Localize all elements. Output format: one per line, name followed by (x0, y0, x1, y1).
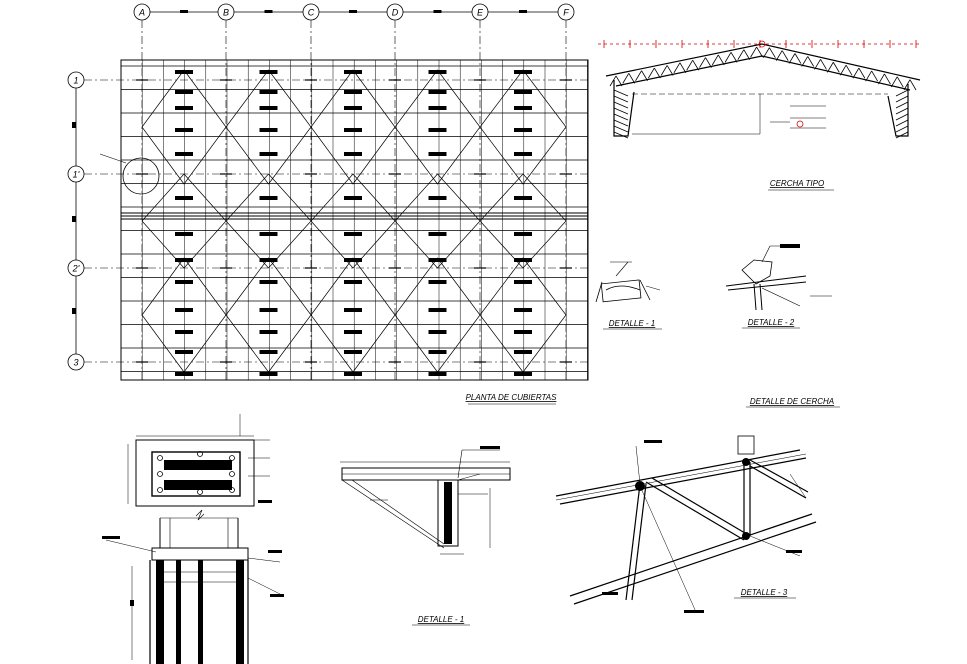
grid-row-label: 1 (73, 76, 78, 86)
roof-plan-title: PLANTA DE CUBIERTAS (466, 393, 558, 402)
detail-2: DETALLE - 2 (725, 244, 832, 329)
detail-1-top-title: DETALLE - 1 (609, 319, 656, 328)
grid-row-1p: 1' (67, 165, 85, 183)
truss-title: CERCHA TIPO (770, 179, 824, 188)
grid-row-3: 3 (67, 353, 85, 371)
truss-detail-title: DETALLE DE CERCHA (750, 397, 834, 406)
grid-col-label: D (392, 8, 399, 18)
detail-3: DETALLE - 3 (555, 435, 817, 613)
grid-col-E: E (471, 3, 489, 21)
grid-row-1: 1 (67, 71, 85, 89)
detail-3-title: DETALLE - 3 (741, 588, 788, 597)
grid-row-label: 1' (73, 170, 80, 180)
grid-row-2p: 2' (67, 259, 85, 277)
grid-col-label: E (477, 8, 484, 18)
detail-2-title: DETALLE - 2 (748, 318, 795, 327)
roof-plan: A B C D E F 1 1' (67, 3, 589, 405)
grid-col-label: C (308, 8, 315, 18)
detail-1-bottom: DETALLE - 1 (340, 446, 511, 626)
grid-row-label: 3 (73, 358, 78, 368)
grid-col-label: B (223, 8, 229, 18)
grid-col-B: B (217, 3, 235, 21)
grid-col-label: A (138, 8, 145, 18)
grid-col-A: A (133, 3, 151, 21)
truss-elevation: CERCHA TIPO (598, 40, 922, 191)
detail-1-bottom-title: DETALLE - 1 (418, 615, 465, 624)
grid-col-D: D (386, 3, 404, 21)
grid-col-F: F (557, 3, 575, 21)
grid-row-label: 2' (72, 264, 80, 274)
column-section (102, 414, 285, 664)
detail-1-top: DETALLE - 1 (595, 261, 662, 330)
grid-col-label: F (563, 8, 569, 18)
grid-col-C: C (302, 3, 320, 21)
